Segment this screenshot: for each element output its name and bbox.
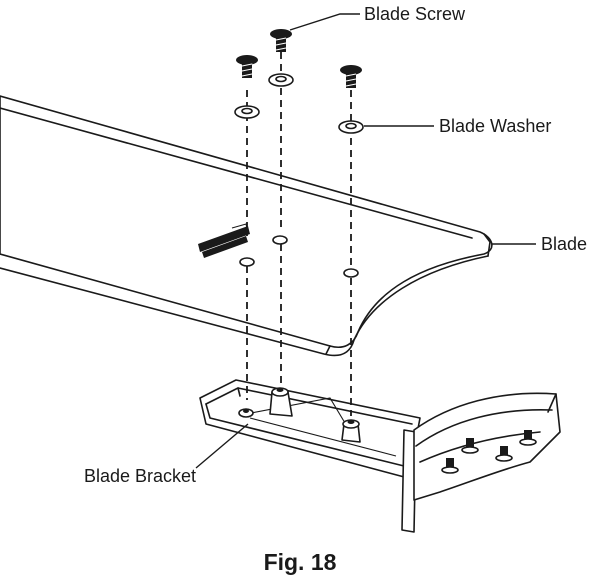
blade-screw-right bbox=[340, 65, 362, 88]
blade-washer-left bbox=[234, 105, 260, 119]
blade-screw-left bbox=[236, 55, 258, 78]
blade-bracket bbox=[199, 379, 561, 533]
blade-bracket-leader bbox=[195, 423, 249, 469]
hub-bolt bbox=[441, 458, 459, 474]
blade-hole bbox=[239, 257, 255, 267]
figure-caption: Fig. 18 bbox=[264, 549, 337, 575]
blade-bracket-label: Blade Bracket bbox=[84, 466, 196, 486]
blade-hole bbox=[343, 268, 359, 278]
blade bbox=[0, 95, 493, 357]
blade-washer-center bbox=[268, 73, 294, 87]
blade-screw-leader bbox=[289, 13, 360, 31]
blade-hole bbox=[272, 235, 288, 245]
blade-screw-label: Blade Screw bbox=[364, 4, 466, 24]
blade-sticker bbox=[198, 223, 250, 258]
blade-label: Blade bbox=[541, 234, 587, 254]
blade-washer-label: Blade Washer bbox=[439, 116, 551, 136]
hub-bolt bbox=[519, 430, 537, 446]
blade-washer-right bbox=[338, 120, 364, 134]
blade-screw-center bbox=[270, 29, 292, 52]
hub-bolt bbox=[495, 446, 513, 462]
hub-bolt bbox=[461, 438, 479, 454]
